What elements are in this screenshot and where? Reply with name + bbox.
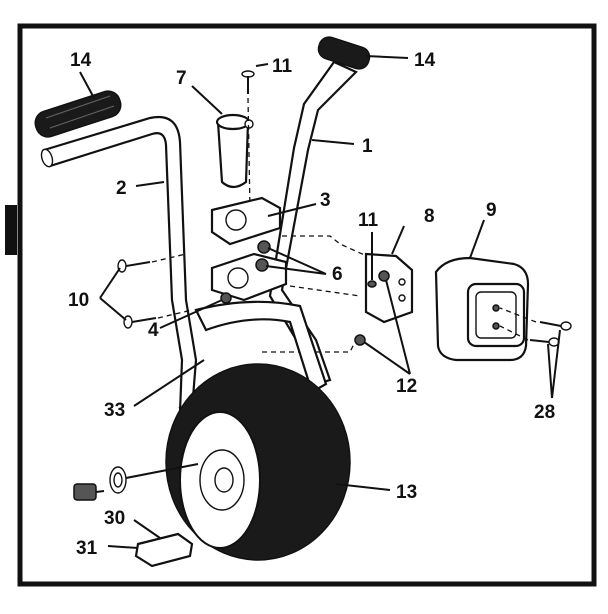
label-part-3: 3 (320, 190, 331, 211)
bolt-part-4 (220, 292, 232, 304)
label-part-14-right: 14 (414, 50, 436, 71)
label-part-11-top: 11 (272, 56, 293, 77)
label-part-30: 30 (104, 508, 125, 529)
label-part-33: 33 (104, 400, 125, 421)
label-part-8: 8 (424, 206, 435, 227)
label-part-14-left: 14 (70, 50, 92, 71)
label-part-7: 7 (176, 68, 187, 89)
label-part-11-side: 11 (358, 210, 379, 231)
grip-right-part-14 (317, 36, 371, 70)
label-part-12: 12 (396, 376, 417, 397)
diagram-frame (17, 23, 597, 587)
grip-left-part-14 (34, 90, 122, 138)
nuts-part-12 (354, 270, 390, 346)
frame-edge-tab (5, 205, 17, 255)
label-part-9: 9 (486, 200, 497, 221)
screw-side-part-11 (367, 232, 377, 288)
handle-tube-right-part-1 (268, 60, 358, 386)
screws-part-28 (499, 307, 572, 347)
headlight-part-9 (434, 256, 530, 362)
label-part-1: 1 (362, 136, 373, 157)
label-part-4: 4 (148, 320, 159, 341)
upper-bracket-part-3 (210, 196, 282, 246)
mount-connector-dashes (262, 235, 381, 353)
label-part-13: 13 (396, 482, 417, 503)
nuts-part-6 (255, 240, 271, 272)
label-part-2: 2 (116, 178, 127, 199)
carriage-bolts-part-10 (117, 253, 193, 329)
axle-bolt (73, 463, 199, 501)
foot-plate-part-30 (134, 532, 194, 568)
label-part-6: 6 (332, 264, 343, 285)
label-part-10: 10 (68, 290, 89, 311)
leader-lines (79, 55, 561, 549)
pivot-tube-part-7 (215, 113, 254, 189)
wheel-part-13 (165, 363, 351, 561)
label-part-28: 28 (534, 402, 555, 423)
screw-top-part-11 (241, 70, 255, 211)
label-part-31: 31 (76, 538, 98, 559)
